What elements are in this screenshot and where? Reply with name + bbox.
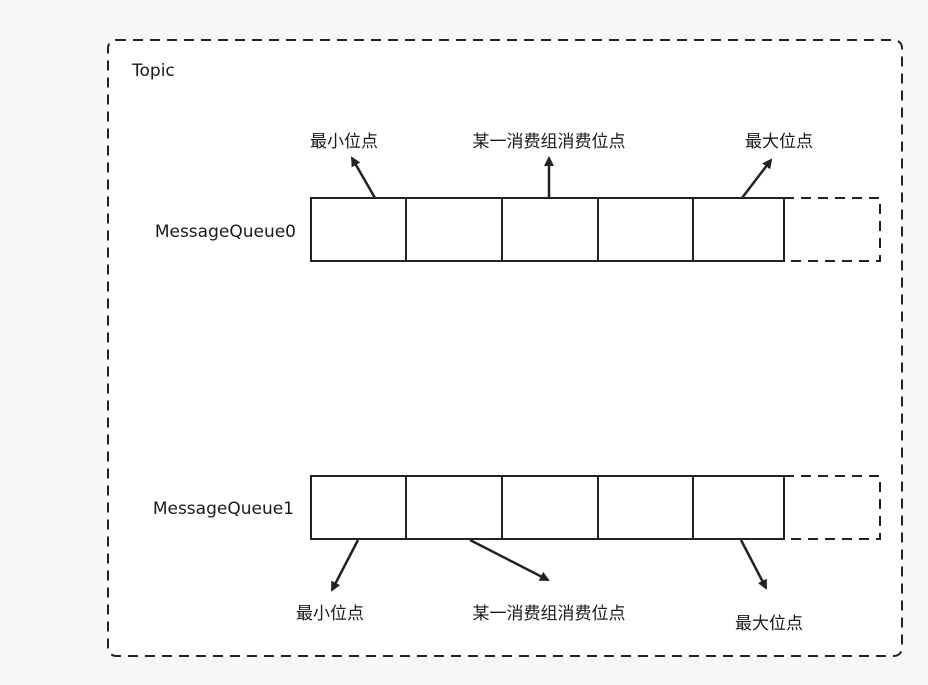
- message-queue-0: MessageQueue0 最小位点 某一消费组消费位点 最大位点: [155, 132, 881, 262]
- queue-0-pending-slot: [784, 197, 881, 262]
- queue-0-slots: [310, 197, 785, 262]
- queue-0-min-arrow: [350, 156, 377, 199]
- topic-label: Topic: [131, 61, 175, 81]
- queue-1-pending-slot: [784, 475, 881, 540]
- queue-1-consumer-arrow: [469, 538, 550, 582]
- queue-0-consumer-label: 某一消费组消费位点: [473, 132, 626, 152]
- queue-1-slots: [310, 475, 785, 540]
- queue-1-slot: [597, 475, 694, 540]
- queue-1-min-arrow: [330, 539, 360, 592]
- queue-0-slot: [405, 197, 503, 262]
- queue-0-max-label: 最大位点: [745, 132, 813, 152]
- queue-1-max-label: 最大位点: [735, 614, 803, 634]
- queue-0-min-label: 最小位点: [310, 132, 378, 152]
- queue-0-slot: [597, 197, 694, 262]
- queue-1-slot: [405, 475, 503, 540]
- queue-0-slot: [310, 197, 407, 262]
- queue-1-name: MessageQueue1: [153, 499, 294, 519]
- queue-0-slot: [501, 197, 599, 262]
- queue-0-name: MessageQueue0: [155, 222, 296, 242]
- queue-1-slot: [692, 475, 785, 540]
- message-queue-1: MessageQueue1 最小位点 某一消费组消费位点 最大位点: [153, 475, 881, 634]
- queue-0-max-arrow: [741, 158, 773, 199]
- queue-1-max-arrow: [739, 539, 768, 590]
- queue-1-consumer-label: 某一消费组消费位点: [473, 604, 626, 624]
- queue-1-slot: [501, 475, 599, 540]
- queue-1-min-label: 最小位点: [296, 604, 364, 624]
- queue-1-slot: [310, 475, 407, 540]
- queue-0-slot: [692, 197, 785, 262]
